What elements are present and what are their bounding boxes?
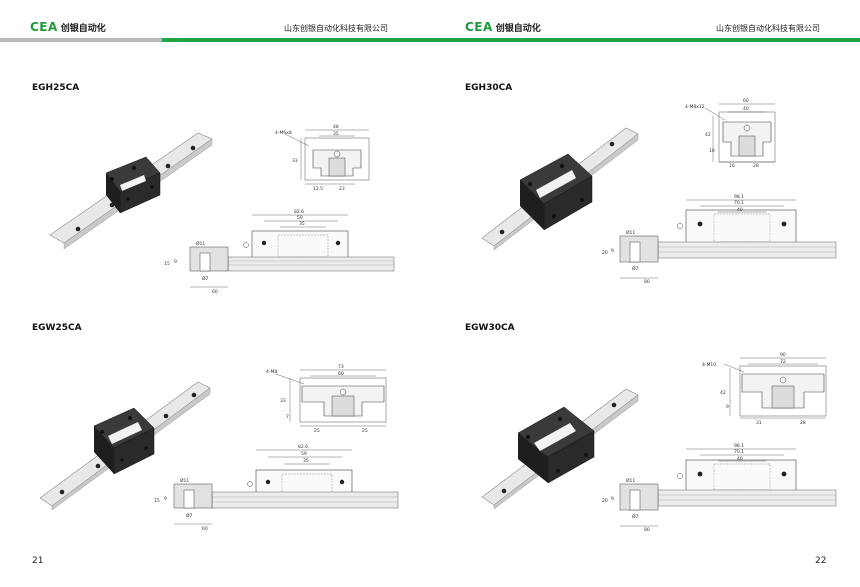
side-drawing: 82.6 59 35 Ø11 15 9 Ø7 60	[154, 444, 399, 532]
dim-h1: 15	[154, 498, 160, 504]
company-name: 山东创银自动化科技有限公司	[716, 24, 820, 33]
dim-inner: 35	[303, 458, 309, 464]
model-title: EGW30CA	[465, 323, 515, 333]
dim-height: 42	[720, 390, 726, 396]
dim-h2: 9	[174, 259, 177, 265]
dim-h2: 9	[611, 496, 614, 502]
dim-hole: Ø11	[626, 229, 635, 236]
section-drawing: 4-M8x12 60 40 42 10 16 28	[685, 98, 776, 169]
dim-width: 48	[333, 124, 339, 130]
dim-sub-a: 16	[729, 163, 735, 169]
dim-pitch: 60	[202, 526, 208, 532]
dim-inner: 35	[333, 131, 339, 137]
page-number: 22	[815, 556, 827, 566]
section-drawing: 4-M8 73 60 33 7 25 25	[266, 364, 387, 434]
dim-pitch: 80	[644, 527, 650, 533]
brand-logo: CEA 创银自动化	[465, 20, 541, 34]
logo-text: 创银自动化	[495, 23, 541, 34]
dim-mid: 59	[297, 215, 303, 221]
dim-height: 33	[280, 398, 286, 404]
model-title: EGH25CA	[32, 83, 80, 93]
dim-width: 60	[743, 98, 749, 104]
dim-pitch-a: Ø7	[186, 512, 193, 519]
model-title: EGW25CA	[32, 323, 82, 333]
dim-screw: 4-M6x8	[275, 130, 292, 136]
product-image	[481, 127, 639, 251]
left-page: CEA 创银自动化 山东创银自动化科技有限公司 EGH25CA EGW25CA …	[0, 20, 430, 566]
dim-hole: Ø11	[196, 240, 205, 247]
model-title: EGH30CA	[465, 83, 513, 93]
dim-inner: 40	[737, 207, 743, 213]
dim-inner: 60	[338, 371, 344, 377]
header-bar-green	[430, 38, 860, 42]
product-image	[481, 388, 639, 510]
dim-sub-c: 7	[286, 414, 289, 420]
product-image	[39, 381, 211, 511]
right-page: CEA 创银自动化 山东创银自动化科技有限公司 EGH30CA EGW30CA …	[430, 0, 860, 587]
dim-pitch-a: Ø7	[632, 265, 639, 272]
dim-inner: 40	[737, 456, 743, 462]
header-bar-gray	[0, 38, 162, 42]
dim-mid: 59	[301, 451, 307, 457]
side-drawing: 98.1 70.1 40 Ø11 20 9 Ø7 80	[602, 194, 837, 285]
dim-sub-c: 10	[709, 148, 715, 154]
dim-sub-a: 31	[756, 420, 762, 426]
dim-sub-c: 9	[726, 404, 729, 410]
dim-h1: 15	[164, 261, 170, 267]
dim-hole: Ø11	[180, 477, 189, 484]
brand-logo: CEA 创银自动化	[30, 20, 106, 34]
dim-hole: Ø11	[626, 477, 635, 484]
page-number: 21	[32, 556, 44, 566]
dim-pitch-a: Ø7	[202, 275, 209, 282]
dim-mid: 70.1	[734, 449, 744, 455]
logo-text: 创银自动化	[60, 23, 106, 34]
dim-length: 98.1	[734, 194, 744, 200]
dim-inner: 72	[780, 359, 786, 365]
dim-screw: 4-M8x12	[685, 104, 705, 110]
dim-screw: 4-M8	[266, 369, 277, 375]
dim-mid: 70.1	[734, 200, 744, 206]
header-bar-green	[162, 38, 430, 42]
dim-inner: 40	[743, 106, 749, 112]
side-drawing: 82.6 59 35 Ø11 15 9 Ø7 60	[164, 209, 395, 295]
company-name: 山东创银自动化科技有限公司	[284, 24, 388, 33]
logo-mark: CEA	[30, 20, 58, 34]
dim-width: 90	[780, 352, 786, 358]
dim-height: 33	[292, 158, 298, 164]
dim-pitch: 60	[212, 289, 218, 295]
dim-inner: 35	[299, 221, 305, 227]
dim-sub-b: 28	[753, 163, 759, 169]
section-drawing: 4-M10 90 72 42 9 31 28	[702, 352, 827, 426]
side-drawing: 98.1 70.1 40 Ø11 20 9 Ø7 80	[602, 443, 837, 533]
logo-mark: CEA	[465, 20, 493, 34]
dim-screw: 4-M10	[702, 362, 716, 368]
dim-length: 82.6	[298, 444, 308, 450]
dim-length: 98.1	[734, 443, 744, 449]
dim-height: 42	[705, 132, 711, 138]
dim-h1: 20	[602, 250, 608, 256]
dim-sub-b: 25	[362, 428, 368, 434]
dim-pitch: 80	[644, 279, 650, 285]
dim-h2: 9	[611, 248, 614, 254]
dim-length: 82.6	[294, 209, 304, 215]
dim-sub-a: 12.5	[313, 186, 323, 192]
dim-sub-b: 28	[800, 420, 806, 426]
product-image	[49, 132, 213, 250]
dim-width: 73	[338, 364, 344, 370]
dim-pitch-a: Ø7	[632, 513, 639, 520]
dim-sub-b: 23	[339, 186, 345, 192]
dim-h1: 20	[602, 498, 608, 504]
dim-sub-a: 25	[314, 428, 320, 434]
dim-h2: 9	[164, 496, 167, 502]
section-drawing: 4-M6x8 48 35 33 12.5 23	[275, 124, 370, 192]
